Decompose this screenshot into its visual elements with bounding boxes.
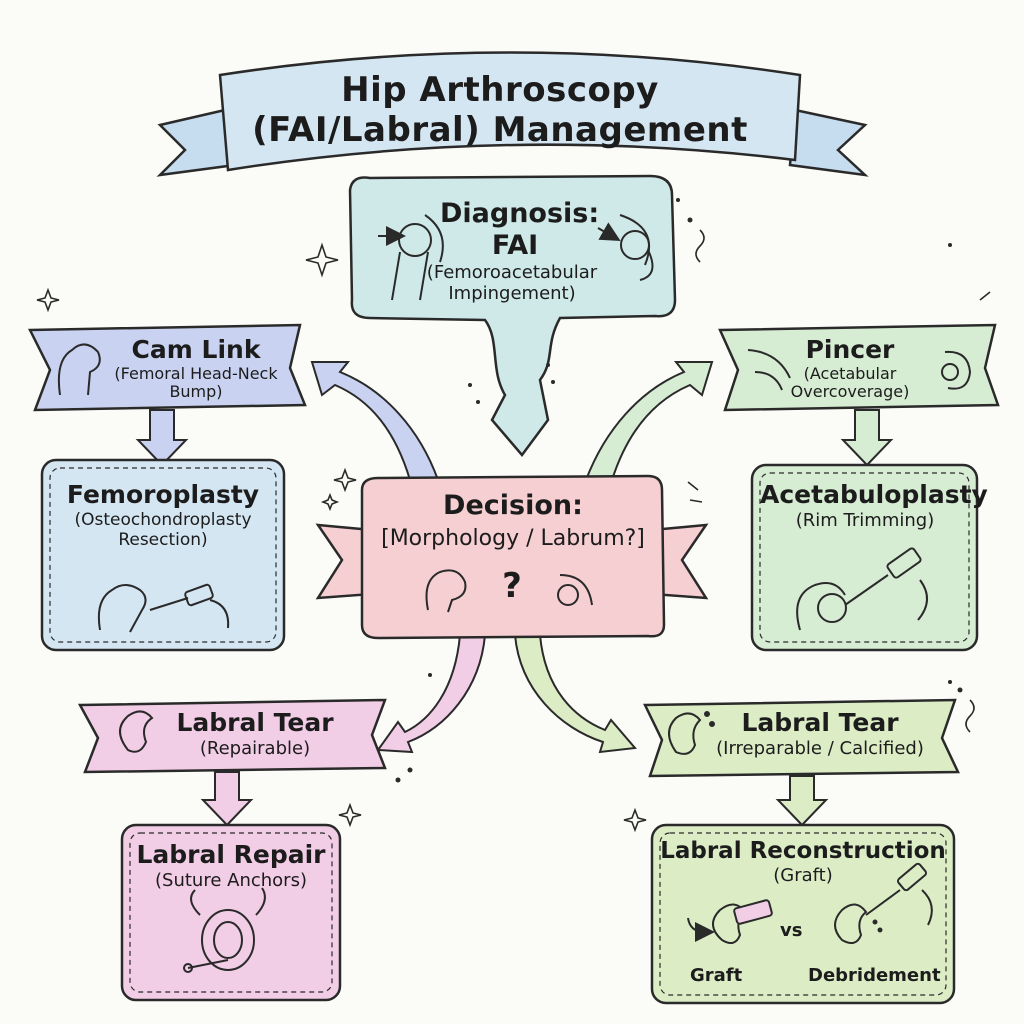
diagnosis-heading: Diagnosis: FAI [440,198,600,261]
pincer-heading: Pincer (Acetabular Overcoverage) [790,335,910,402]
repair-node [120,823,342,1002]
decision-node [315,474,709,640]
reconstruction-heading: Labral Reconstruction (Graft) [660,838,946,887]
decision-heading: Decision: [Morphology / Labrum?] [381,490,645,551]
labrum-tear-icon [119,710,154,753]
acetabulum-icon [747,349,972,391]
title-banner-body [218,51,802,172]
reconstruction-node [650,823,956,1005]
decision-femur-icon [425,569,467,613]
femur-burr-icon [97,583,230,633]
page-title: Hip Arthroscopy (FAI/Labral) Management [230,70,770,150]
pincer-node [718,323,1000,412]
acetabulum-burr-icon [796,547,928,631]
debridement-label: Debridement [808,965,941,986]
diagnosis-subtitle: (Femoroacetabular Impingement) [426,262,598,305]
dot-marks [395,198,963,783]
repairable-to-repair-arrow [200,771,254,827]
decision-to-repairable-arrow [376,634,487,754]
acetabuloplasty-node [750,463,979,652]
tear-irreparable-node [643,698,960,778]
pincer-to-acetabuloplasty-arrow [840,409,894,467]
cam-heading: Cam Link (Femoral Head-Neck Bump) [114,335,278,402]
hip-joint-right-icon [597,214,654,281]
decision-to-irreparable-arrow [513,634,637,754]
repair-heading: Labral Repair (Suture Anchors) [136,840,326,891]
femoroplasty-node [40,458,286,652]
versus-label: vs [780,920,803,941]
title-banner [156,51,869,177]
femoroplasty-heading: Femoroplasty (Osteochondroplasty Resecti… [66,480,260,550]
decision-socket-icon [557,574,593,606]
acetabuloplasty-heading: Acetabuloplasty (Rim Trimming) [760,480,988,531]
suture-anchor-icon [183,887,266,973]
decision-to-pincer-arrow [584,361,714,481]
decision-to-cam-arrow [310,361,440,481]
debridement-burr-icon [834,862,933,945]
cam-node [27,323,307,412]
tear-repairable-node [77,698,387,774]
decision-question-mark: ? [502,566,522,606]
diagnosis-node [348,174,677,458]
hip-joint-left-icon [378,214,444,301]
sparkle-icon [36,229,991,833]
graft-icon [687,899,773,945]
femoral-head-icon [57,343,101,396]
title-text: Hip Arthroscopy (FAI/Labral) Management [252,70,748,151]
irreparable-to-reconstruction-arrow [775,775,829,827]
tear-irreparable-heading: Labral Tear (Irreparable / Calcified) [716,708,924,759]
cam-to-femoroplasty-arrow [135,409,189,467]
graft-label: Graft [690,965,743,986]
title-banner-right-tail [788,108,869,177]
tear-repairable-heading: Labral Tear (Repairable) [176,708,334,759]
calcified-labrum-icon [668,711,715,755]
